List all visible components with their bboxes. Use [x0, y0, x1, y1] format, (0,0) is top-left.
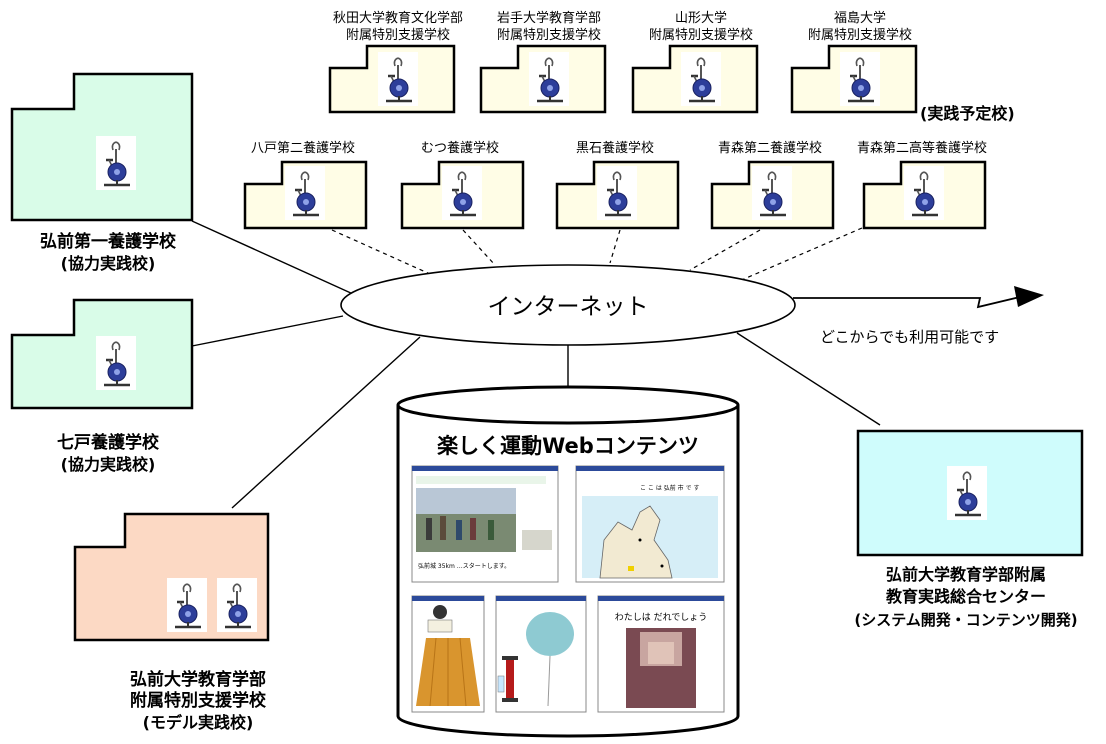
exercise-bike-icon [679, 50, 723, 108]
link-cooperating-2 [191, 315, 344, 347]
center-line3: (システム開発・コンテンツ開発) [854, 611, 1077, 629]
planned-school-name-line1: 秋田大学教育文化学部 [333, 10, 463, 26]
cooperating-school-name: 七戸養護学校 [57, 432, 160, 453]
server-cylinder-top [396, 385, 740, 425]
connected-school: むつ養護学校 [400, 140, 525, 230]
exercise-bike-icon [94, 134, 138, 192]
link-connected-3 [609, 229, 621, 264]
quiz-caption: わたしは だれでしょう [615, 612, 708, 623]
screenshot-walking-course: 弘前城 35km …スタートします。 [411, 465, 559, 583]
connection-lines [191, 220, 1044, 509]
exercise-bike-icon [750, 164, 794, 222]
planned-label: (実践予定校) [920, 104, 1015, 123]
anywhere-arrowhead [1014, 286, 1044, 307]
connected-school: 八戸第二養護学校 [243, 140, 368, 230]
planned-school-name-line1: 山形大学 [675, 10, 727, 26]
exercise-bike-icon [376, 50, 420, 108]
server-title: 楽しく運動Webコンテンツ [437, 434, 699, 458]
screenshot-balloon [495, 595, 587, 713]
link-cooperating-1 [191, 220, 354, 295]
exercise-bike-icon [595, 164, 639, 222]
planned-schools: 秋田大学教育文化学部附属特別支援学校岩手大学教育学部附属特別支援学校山形大学附属… [328, 10, 918, 114]
exercise-bike-icon [902, 164, 946, 222]
planned-school-name-line1: 岩手大学教育学部 [497, 10, 601, 26]
internet-node: インターネット [340, 264, 796, 346]
connected-school-name: 黒石養護学校 [576, 140, 654, 156]
map-caption: こ こ は 弘前 市 で す [640, 484, 699, 492]
exercise-bike-icon [283, 164, 327, 222]
exercise-bike-icon [527, 50, 571, 108]
cooperating-school-role: (協力実践校) [61, 254, 156, 273]
connected-school: 黒石養護学校 [555, 140, 680, 230]
planned-school-name-line2: 附属特別支援学校 [649, 27, 753, 43]
connected-school-name: 青森第二養護学校 [718, 140, 822, 156]
exercise-bike-icon [838, 50, 882, 108]
connected-school: 青森第二高等養護学校 [857, 140, 987, 230]
link-connected-5 [736, 227, 863, 283]
exercise-bike-icon [94, 334, 138, 392]
link-model-school [231, 336, 421, 509]
screenshot-map: こ こ は 弘前 市 で す [575, 465, 725, 583]
screenshot-bowling [411, 595, 485, 713]
connected-schools: 八戸第二養護学校 むつ養護学校 黒石養護学校 青森第二養護学校 青森第二高等養護学校 [243, 140, 987, 230]
cooperating-school-role: (協力実践校) [61, 455, 156, 474]
connected-school-name: むつ養護学校 [421, 140, 499, 156]
internet-ellipse [340, 264, 796, 346]
cooperating-school: 七戸養護学校 (協力実践校) [10, 298, 194, 474]
cooperating-school-name: 弘前第一養護学校 [40, 231, 177, 252]
center-line1: 弘前大学教育学部附属 [886, 565, 1046, 584]
exercise-bike-icon [440, 164, 484, 222]
model-school-line2: 附属特別支援学校 [130, 690, 267, 711]
cooperating-schools: 弘前第一養護学校 (協力実践校) 七戸養護学校 (協力実践校) [10, 72, 194, 474]
planned-school-name-line1: 福島大学 [834, 10, 886, 26]
anywhere-label: どこからでも利用可能です [820, 328, 999, 346]
planned-school-name-line2: 附属特別支援学校 [808, 27, 912, 43]
cooperating-school: 弘前第一養護学校 (協力実践校) [10, 72, 194, 273]
internet-label: インターネット [488, 294, 649, 320]
connected-school-name: 青森第二高等養護学校 [857, 140, 987, 156]
screenshot-who-is-it: わたしは だれでしょう [597, 595, 725, 713]
link-connected-4 [689, 229, 761, 271]
content-server: 楽しく運動Webコンテンツ 弘前城 35km …スタートします。 こ こ は 弘… [396, 385, 740, 738]
planned-school-name-line2: 附属特別支援学校 [497, 27, 601, 43]
exercise-bike-icon [215, 576, 259, 634]
model-school: 弘前大学教育学部 附属特別支援学校 (モデル実践校) [73, 512, 270, 732]
education-center: 弘前大学教育学部附属 教育実践総合センター (システム開発・コンテンツ開発) [854, 429, 1084, 629]
center-line2: 教育実践総合センター [886, 587, 1046, 606]
model-school-line1: 弘前大学教育学部 [130, 669, 266, 690]
link-connected-1 [331, 229, 431, 275]
connected-school-name: 八戸第二養護学校 [251, 140, 355, 156]
link-connected-2 [462, 229, 496, 266]
exercise-bike-icon [945, 464, 989, 522]
anywhere-arrow [793, 296, 1021, 309]
model-school-line3: (モデル実践校) [143, 713, 254, 732]
planned-school-name-line2: 附属特別支援学校 [346, 27, 450, 43]
walking-caption: 弘前城 35km …スタートします。 [418, 562, 510, 570]
connected-school: 青森第二養護学校 [710, 140, 835, 230]
link-center [736, 332, 881, 426]
exercise-bike-icon [165, 576, 209, 634]
